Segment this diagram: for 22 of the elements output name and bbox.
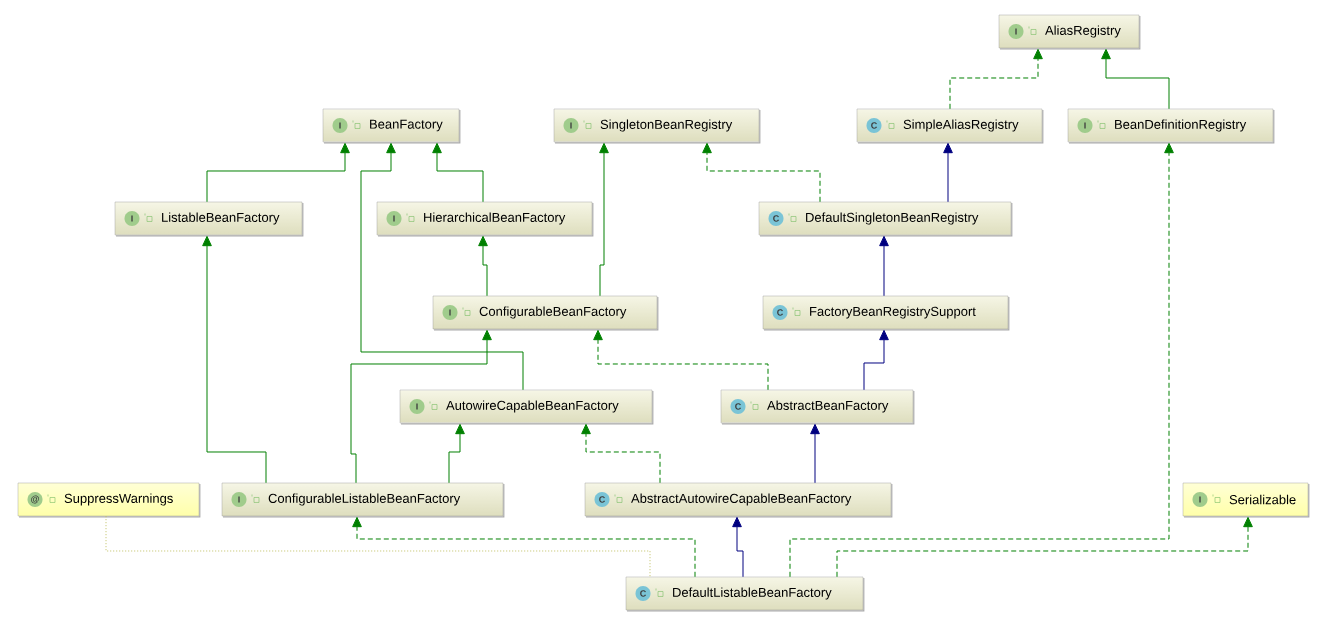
inheritance-arrow (593, 329, 769, 391)
inheritance-arrow (599, 142, 609, 297)
inheritance-arrow (863, 329, 889, 391)
inheritance-arrow (949, 48, 1043, 110)
inheritance-arrow (879, 235, 889, 297)
inheritance-arrow (836, 516, 1253, 578)
inheritance-arrow (352, 516, 696, 578)
inheritance-arrow (732, 516, 744, 578)
inheritance-arrow (810, 423, 820, 484)
inheritance-arrow (789, 142, 1174, 578)
inheritance-arrow (702, 142, 821, 203)
dependency-line (105, 515, 651, 578)
inheritance-arrow (206, 142, 350, 203)
inheritance-arrow (350, 329, 492, 484)
inheritance-arrow (202, 235, 267, 484)
inheritance-arrow (1101, 48, 1170, 110)
inheritance-arrow (478, 235, 488, 297)
inheritance-arrow (581, 423, 661, 484)
inheritance-arrow (448, 423, 465, 484)
inheritance-arrow (432, 142, 484, 203)
inheritance-arrow (360, 142, 524, 391)
inheritance-arrow (943, 142, 953, 203)
